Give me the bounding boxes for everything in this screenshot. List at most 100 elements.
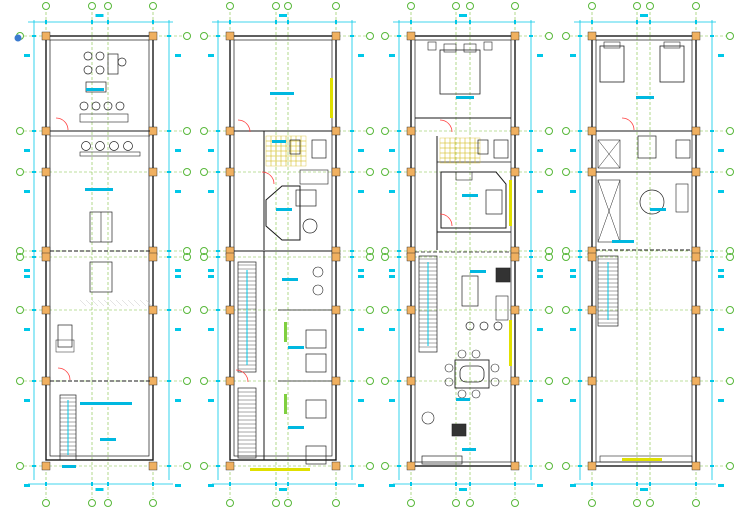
void xyxy=(597,139,621,169)
grid-bubble xyxy=(545,253,553,261)
structural-column xyxy=(587,126,597,136)
room-label xyxy=(288,346,304,349)
dimension-tick xyxy=(32,380,36,382)
grid-bubble xyxy=(726,253,734,261)
dimension-text-mark xyxy=(358,275,364,278)
structural-column xyxy=(148,305,158,315)
dimension-tick xyxy=(397,465,401,467)
structural-column xyxy=(225,167,235,177)
grid-bubble xyxy=(16,127,24,135)
pillow xyxy=(443,43,457,53)
grid-bubble xyxy=(366,127,374,135)
dimension-text-mark xyxy=(279,488,287,491)
grid-bubble xyxy=(562,127,570,135)
grid-bubble xyxy=(588,2,596,10)
grid-bubble xyxy=(726,32,734,40)
grid-bubble xyxy=(200,253,208,261)
dimension-tick xyxy=(167,309,171,311)
dimension-tick xyxy=(350,130,354,132)
dimension-tick xyxy=(167,256,171,258)
grid-bubble xyxy=(562,253,570,261)
dimension-text-mark xyxy=(537,399,543,402)
floor-tile xyxy=(270,150,277,157)
dimension-text-mark xyxy=(358,484,364,487)
structural-column xyxy=(510,252,520,262)
dimension-tick xyxy=(350,465,354,467)
grid-bubble xyxy=(88,499,96,507)
floor-tile xyxy=(300,145,307,152)
grid-bubble xyxy=(272,2,280,10)
planter xyxy=(421,411,435,425)
dimension-text-mark xyxy=(358,269,364,272)
floor-tile xyxy=(285,160,292,167)
desk xyxy=(485,189,503,215)
stool xyxy=(479,321,489,331)
toilet xyxy=(289,139,301,155)
dimension-text-mark xyxy=(537,328,543,331)
chair xyxy=(457,389,467,399)
structural-column xyxy=(331,305,341,315)
chair xyxy=(79,101,89,111)
room-label xyxy=(288,426,304,429)
pillow xyxy=(663,41,681,49)
dimension-text-mark xyxy=(389,54,395,57)
dimension-text-mark xyxy=(389,399,395,402)
grid-bubble xyxy=(200,247,208,255)
hatch xyxy=(127,299,135,307)
dimension-tick xyxy=(529,465,533,467)
toilet xyxy=(637,135,657,159)
dimension-tick xyxy=(350,35,354,37)
structural-column xyxy=(41,376,51,386)
grid-bubble xyxy=(226,499,234,507)
bed xyxy=(599,45,625,83)
hatch xyxy=(121,299,129,307)
grid-bubble xyxy=(16,306,24,314)
dimension-tick xyxy=(578,380,582,382)
dimension-tick xyxy=(216,380,220,382)
room-label xyxy=(272,140,286,143)
dimension-text-mark xyxy=(570,269,576,272)
grid-bubble xyxy=(381,247,389,255)
structural-column xyxy=(406,252,416,262)
dimension-text-mark xyxy=(718,54,724,57)
grid-bubble xyxy=(366,168,374,176)
stair xyxy=(59,394,77,461)
floor-tile xyxy=(295,155,302,162)
dimension-tick xyxy=(167,250,171,252)
door-swing xyxy=(439,213,453,227)
grid-bubble xyxy=(381,32,389,40)
dimension-text-mark xyxy=(208,399,214,402)
hatch xyxy=(133,299,141,307)
grid-bubble xyxy=(272,499,280,507)
dimension-text-mark xyxy=(640,488,648,491)
dimension-tick xyxy=(710,250,714,252)
room-label xyxy=(80,402,132,405)
dimension-tick xyxy=(469,482,471,486)
structural-column xyxy=(510,461,520,471)
dimension-tick xyxy=(710,309,714,311)
chair xyxy=(117,57,127,67)
structural-column xyxy=(587,305,597,315)
chair xyxy=(312,284,324,296)
grid-bubble xyxy=(149,499,157,507)
structural-column xyxy=(148,167,158,177)
shelf xyxy=(455,171,473,181)
grid-bubble xyxy=(646,499,654,507)
structural-column xyxy=(691,167,701,177)
stove xyxy=(495,267,511,283)
dimension-text-mark xyxy=(279,14,287,17)
stair xyxy=(237,387,257,459)
dimension-tick xyxy=(710,35,714,37)
dimension-tick xyxy=(529,130,533,132)
plan-4 xyxy=(562,2,734,507)
chair xyxy=(312,266,324,278)
dimension-tick xyxy=(529,250,533,252)
plan-4-interior xyxy=(596,41,693,463)
dimension-tick xyxy=(152,20,154,24)
dimension-text-mark xyxy=(570,399,576,402)
dimension-tick xyxy=(469,20,471,24)
dimension-text-mark xyxy=(208,269,214,272)
floor-tile xyxy=(439,147,446,154)
grid-bubble xyxy=(562,306,570,314)
railing xyxy=(599,455,693,463)
